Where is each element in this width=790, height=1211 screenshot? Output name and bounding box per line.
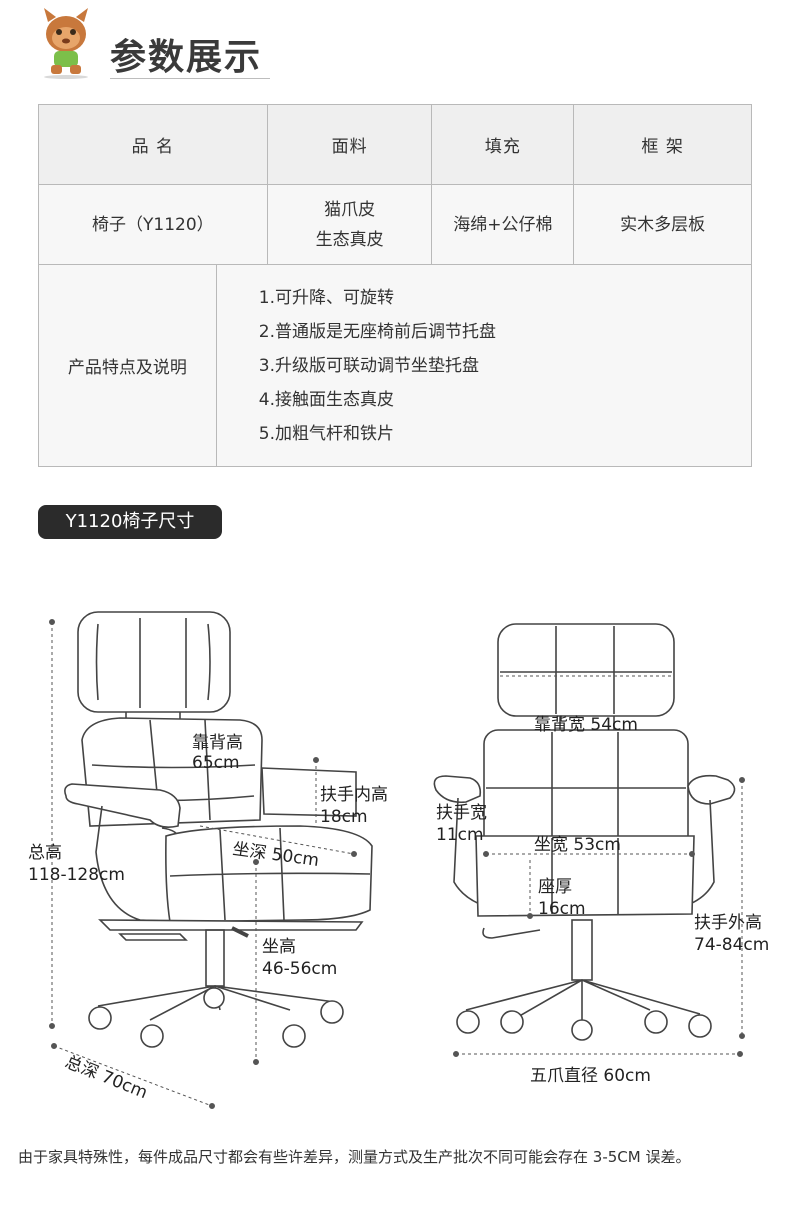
back-width-label: 靠背宽 54cm (534, 715, 638, 735)
frame-cell: 实木多层板 (573, 184, 752, 265)
features-label: 产品特点及说明 (38, 264, 217, 467)
chair-dimension-diagram: 靠背高 65cm 扶手内高 18cm 总高 118-128cm 坐深 50cm … (28, 611, 769, 1109)
seat-height-label: 坐高 (262, 937, 296, 957)
front-view-dimension-lines (453, 675, 745, 1057)
arm-outer-height-value: 74-84cm (694, 935, 769, 955)
footnote: 由于家具特殊性，每件成品尺寸都会有些许差异，测量方式及生产批次不同可能会存在 3… (18, 1148, 691, 1166)
back-height-value: 65cm (192, 753, 240, 773)
total-depth-label: 总深 70cm (62, 1052, 150, 1103)
list-item: 3.升级版可联动调节坐垫托盘 (258, 355, 480, 376)
fabric-cell: 猫爪皮 生态真皮 (266, 184, 433, 265)
table-row: 椅子（Y1120） 猫爪皮 生态真皮 海绵+公仔棉 实木多层板 (38, 184, 752, 265)
fabric-line-1: 猫爪皮 (324, 199, 376, 220)
base-diameter-label: 五爪直径 60cm (530, 1066, 651, 1086)
list-item: 4.接触面生态真皮 (258, 389, 395, 410)
seat-width-label: 坐宽 53cm (534, 835, 621, 855)
arm-outer-height-label: 扶手外高 (694, 913, 762, 933)
dimension-section-label: Y1120椅子尺寸 (38, 505, 222, 539)
arm-inner-value: 18cm (320, 807, 368, 827)
list-item: 2.普通版是无座椅前后调节托盘 (258, 321, 497, 342)
mascot-icon (44, 8, 88, 79)
features-row: 产品特点及说明 1.可升降、可旋转 2.普通版是无座椅前后调节托盘 3.升级版可… (38, 264, 753, 467)
side-view-chair (64, 611, 373, 1048)
filling-cell: 海绵+公仔棉 (431, 184, 575, 265)
column-header-filling: 填充 (431, 104, 575, 185)
back-height-label: 靠背高 (192, 733, 243, 753)
list-item: 1.可升降、可旋转 (258, 287, 395, 308)
seat-thickness-value: 16cm (538, 899, 586, 919)
list-item: 5.加粗气杆和铁片 (258, 423, 395, 444)
column-header-frame: 框 架 (573, 104, 752, 185)
seat-thickness-label: 座厚 (538, 877, 572, 897)
column-header-name: 品 名 (38, 104, 268, 185)
seat-height-value: 46-56cm (262, 959, 337, 979)
table-header-row: 品 名 面料 填充 框 架 (38, 104, 752, 185)
side-view-dimension-lines (49, 619, 357, 1109)
arm-width-label: 扶手宽 (436, 803, 487, 823)
title-divider (110, 78, 270, 79)
total-height-label: 总高 (28, 843, 62, 863)
arm-width-value: 11cm (436, 825, 484, 845)
page-header: 参数展示 (0, 0, 790, 90)
product-name-cell: 椅子（Y1120） (38, 184, 268, 265)
column-header-fabric: 面料 (266, 104, 433, 185)
page-title: 参数展示 (110, 37, 263, 78)
total-height-value: 118-128cm (28, 865, 125, 885)
arm-inner-label: 扶手内高 (320, 785, 388, 805)
features-list: 1.可升降、可旋转 2.普通版是无座椅前后调节托盘 3.升级版可联动调节坐垫托盘… (215, 264, 753, 467)
fabric-line-2: 生态真皮 (315, 229, 384, 250)
spec-table: 品 名 面料 填充 框 架 椅子（Y1120） 猫爪皮 生态真皮 海绵+公仔棉 … (38, 104, 753, 467)
